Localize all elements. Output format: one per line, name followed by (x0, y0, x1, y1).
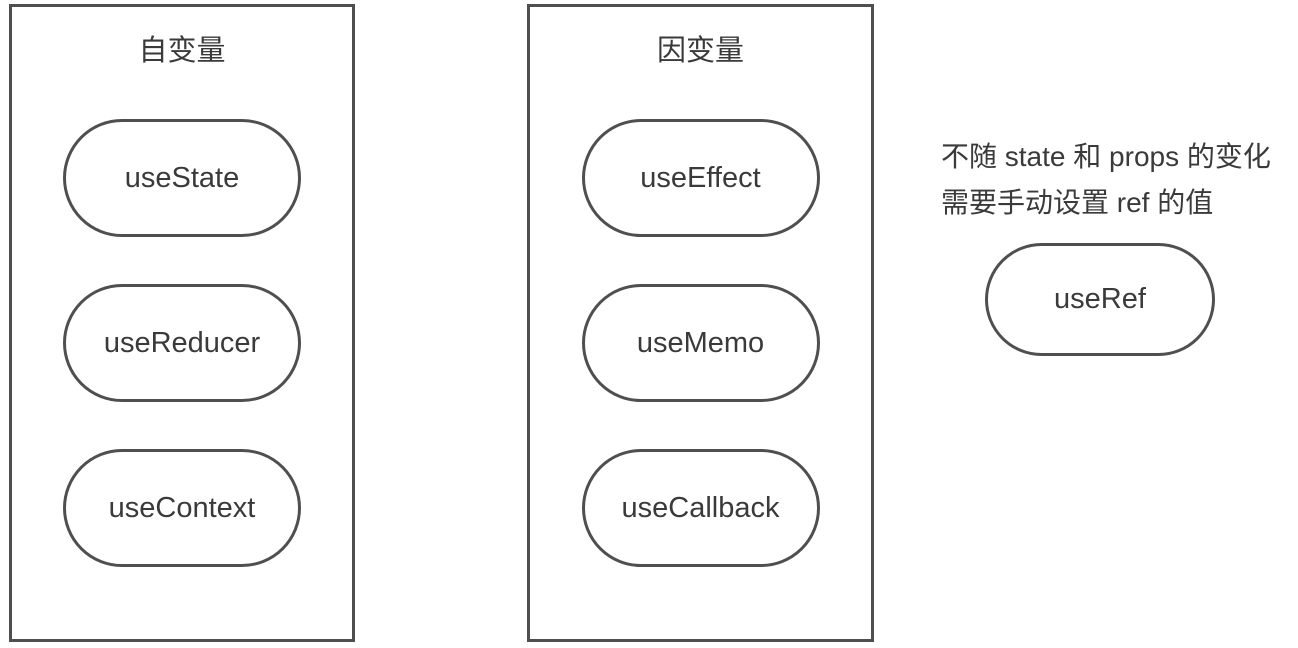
hook-pill-usereducer: useReducer (63, 284, 301, 402)
side-note-line-1: 不随 state 和 props 的变化 (941, 141, 1271, 172)
group-box-dependent-variables: 因变量 useEffect useMemo useCallback (527, 4, 874, 642)
group-title-independent: 自变量 (138, 35, 226, 67)
hook-pill-useref: useRef (985, 243, 1215, 356)
group-box-independent-variables: 自变量 useState useReducer useContext (9, 4, 355, 642)
hook-label-useref: useRef (1054, 283, 1146, 315)
hook-label-usereducer: useReducer (103, 326, 261, 359)
hook-pill-usecallback: useCallback (581, 449, 820, 567)
hook-label-usememo: useMemo (636, 326, 765, 359)
hook-label-usestate: useState (124, 161, 240, 194)
side-note-line-2: 需要手动设置 ref 的值 (941, 187, 1214, 218)
hook-pill-usememo: useMemo (581, 284, 820, 402)
hook-label-usecallback: useCallback (621, 491, 780, 524)
hook-label-usecontext: useContext (108, 491, 256, 524)
hook-pill-usecontext: useContext (63, 449, 301, 567)
group-title-dependent: 因变量 (656, 35, 744, 67)
hook-label-useeffect: useEffect (640, 161, 761, 194)
hook-pill-usestate: useState (63, 119, 301, 237)
side-note: 不随 state 和 props 的变化 需要手动设置 ref 的值 (941, 134, 1271, 226)
hook-pill-useeffect: useEffect (581, 119, 820, 237)
